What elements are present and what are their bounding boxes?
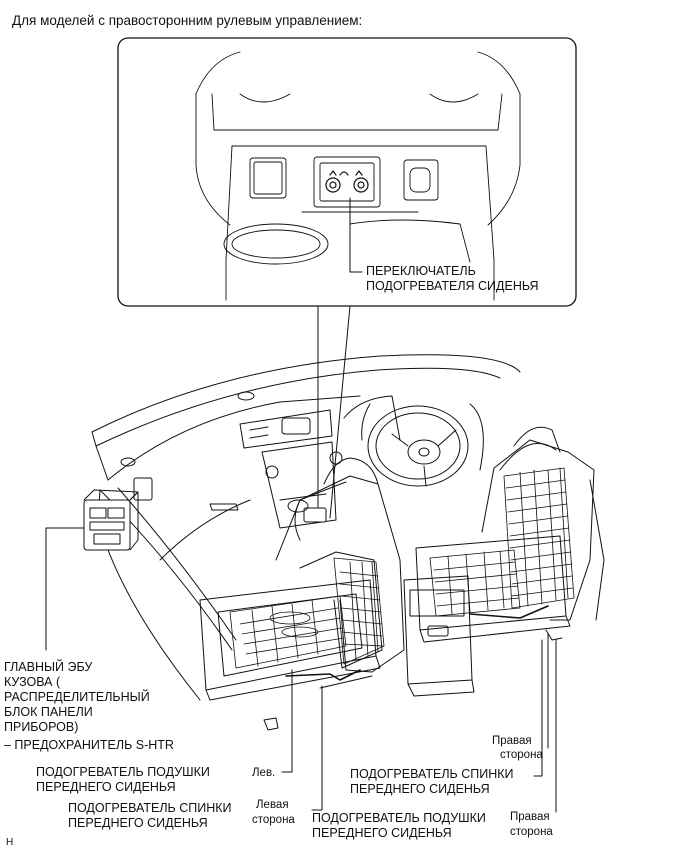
ecu-label-line1: ГЛАВНЫЙ ЭБУ — [4, 660, 93, 674]
right-side-top-label-line1: Правая — [492, 735, 532, 747]
cushion-left-label-line2: ПЕРЕДНЕГО СИДЕНЬЯ — [36, 780, 176, 794]
back-left-label-line1: ПОДОГРЕВАТЕЛЬ СПИНКИ — [68, 801, 232, 815]
header-text: Для моделей с правосторонним рулевым упр… — [12, 13, 363, 28]
dashboard — [91, 354, 521, 701]
ecu-leader — [45, 527, 85, 651]
left-side-label-line2: сторона — [252, 814, 295, 826]
ecu-box — [83, 489, 139, 551]
right-side-bottom-label-line1: Правая — [510, 811, 550, 823]
cushion-left-label-line1: ПОДОГРЕВАТЕЛЬ ПОДУШКИ — [36, 765, 210, 779]
right-side-bottom-label-line2: сторона — [510, 826, 553, 838]
zoom-wedge-right — [329, 305, 351, 519]
corner-mark: H — [6, 837, 14, 848]
ecu-label-line2: КУЗОВА ( — [4, 675, 61, 689]
right-side-top-label-line2: сторона — [500, 749, 543, 761]
back-right-label-line1: ПОДОГРЕВАТЕЛЬ СПИНКИ — [350, 767, 514, 781]
switch-leader — [349, 197, 363, 273]
right-seat — [415, 426, 605, 643]
left-backrest-heater — [333, 557, 385, 665]
right-seat-harness — [469, 605, 549, 619]
back-left-label-line2: ПЕРЕДНЕГО СИДЕНЬЯ — [68, 816, 208, 830]
inset-frame — [117, 37, 577, 307]
left-cushion-heater — [229, 595, 347, 669]
left-seat — [199, 457, 405, 731]
switch-label-line1: ПЕРЕКЛЮЧАТЕЛЬ — [366, 264, 476, 278]
cushion-right-label-line2: ПЕРЕДНЕГО СИДЕНЬЯ — [312, 826, 452, 840]
cushion-right-label-line1: ПОДОГРЕВАТЕЛЬ ПОДУШКИ — [312, 811, 486, 825]
lev-leader — [281, 669, 293, 773]
ecu-label-line5: ПРИБОРОВ) — [4, 720, 79, 734]
ecu-label-line4: БЛОК ПАНЕЛИ — [4, 705, 93, 719]
switch-label-line2: ПОДОГРЕВАТЕЛЯ СИДЕНЬЯ — [366, 279, 539, 293]
back-right-label-line2: ПЕРЕДНЕГО СИДЕНЬЯ — [350, 782, 490, 796]
left-seat-harness — [285, 669, 361, 681]
left-side-label-line1: Левая — [256, 799, 289, 811]
right-backrest-heater — [503, 467, 575, 609]
right-back-leader — [533, 639, 543, 777]
left-side-leader — [311, 685, 323, 811]
ecu-label-line6: – ПРЕДОХРАНИТЕЛЬ S-HTR — [4, 738, 174, 752]
right-cushion-heater — [429, 549, 521, 617]
inset-console — [195, 51, 521, 301]
lev-label: Лев. — [252, 767, 276, 779]
inset-switch-knobs — [325, 170, 369, 193]
ecu-label-line3: РАСПРЕДЕЛИТЕЛЬНЫЙ — [4, 690, 150, 704]
